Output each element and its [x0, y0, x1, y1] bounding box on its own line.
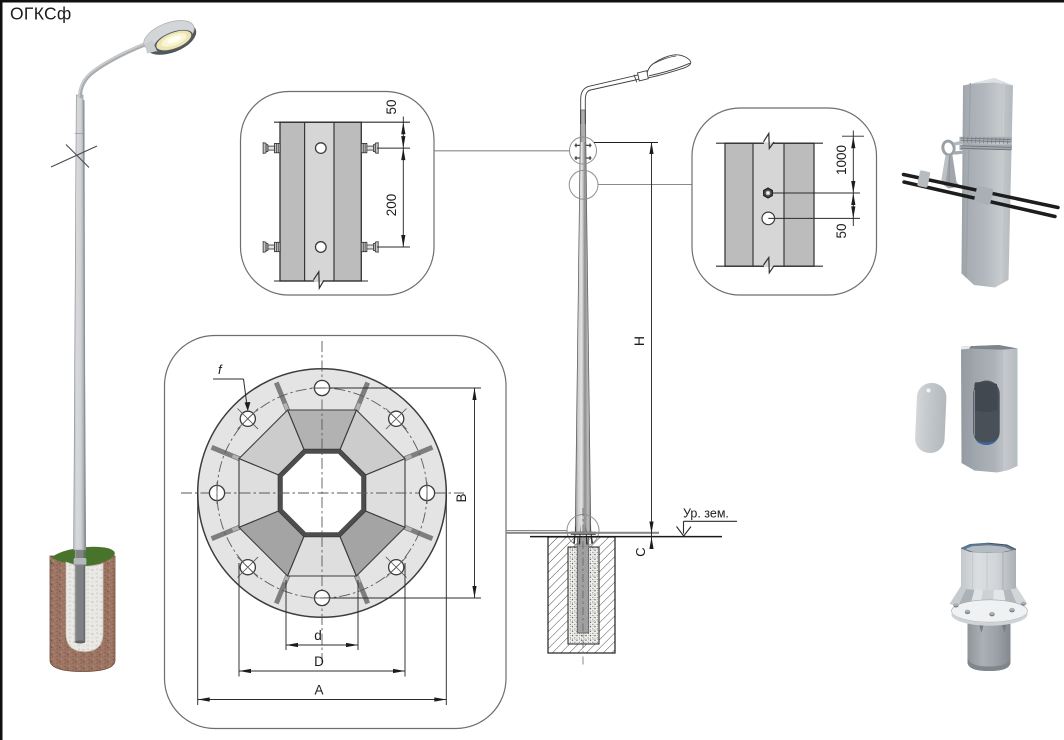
svg-text:C: C	[633, 547, 648, 556]
svg-text:50: 50	[384, 99, 399, 114]
svg-text:1000: 1000	[834, 145, 849, 175]
svg-text:B: B	[454, 493, 469, 502]
svg-text:f: f	[218, 362, 223, 377]
svg-text:Ур. зем.: Ур. зем.	[683, 507, 729, 521]
svg-text:d: d	[314, 628, 322, 643]
svg-text:D: D	[314, 654, 324, 669]
svg-text:50: 50	[834, 223, 849, 238]
svg-text:200: 200	[384, 194, 399, 217]
svg-text:A: A	[314, 683, 323, 698]
svg-text:H: H	[631, 336, 647, 346]
svg-text:ОГКСф: ОГКСф	[10, 4, 72, 24]
